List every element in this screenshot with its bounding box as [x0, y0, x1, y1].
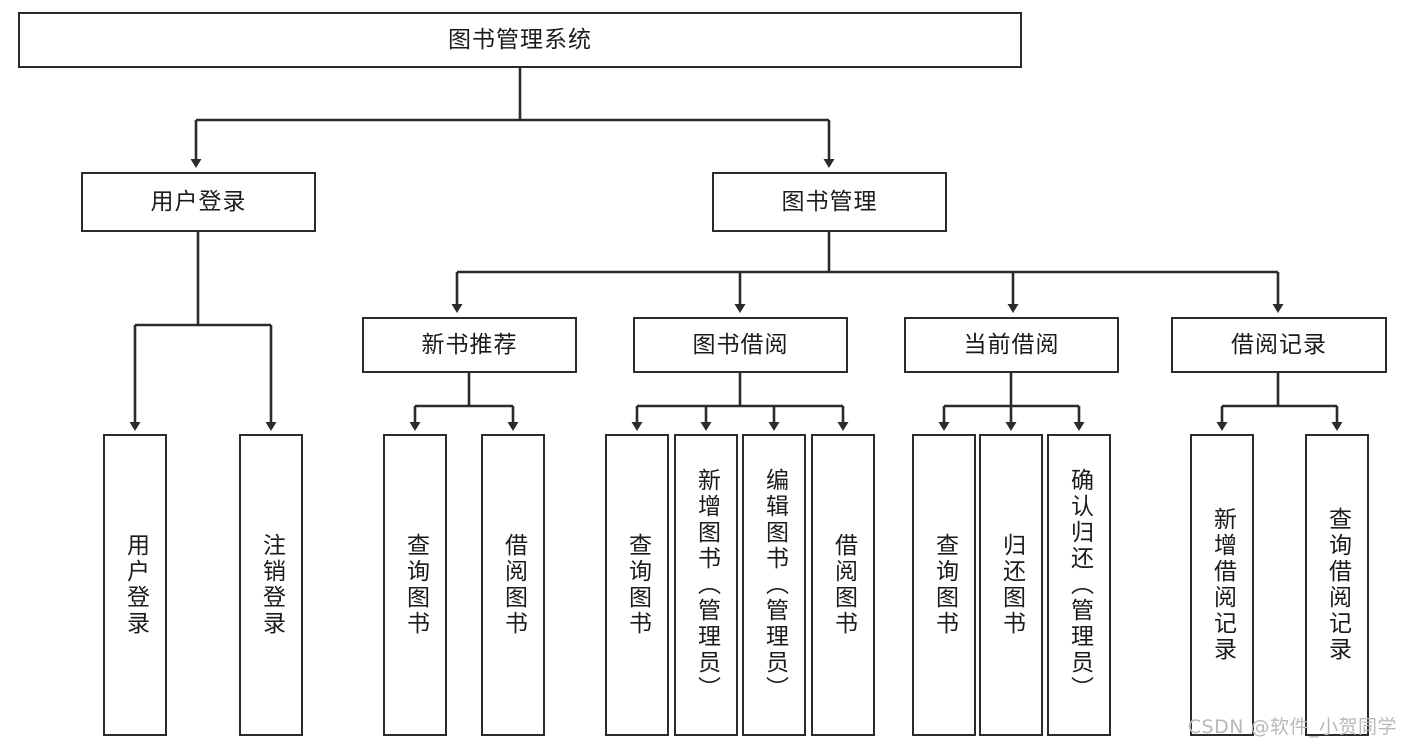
- node-root-system[interactable]: 图书管理系统: [18, 12, 1022, 68]
- leaf-recommend-query-book-label: 查询图书: [402, 533, 429, 637]
- node-borrow-record-label: 借阅记录: [1231, 331, 1327, 358]
- node-book-management-label: 图书管理: [781, 188, 878, 215]
- leaf-recommend-borrow-book-label: 借阅图书: [500, 533, 527, 637]
- leaf-borrow-edit-book-admin-label: 编辑图书（管理员）: [761, 468, 788, 702]
- leaf-current-query-book[interactable]: 查询图书: [912, 434, 976, 736]
- leaf-borrow-borrow-book[interactable]: 借阅图书: [811, 434, 875, 736]
- node-new-book-recommend[interactable]: 新书推荐: [362, 317, 577, 373]
- node-root-system-label: 图书管理系统: [448, 26, 592, 53]
- leaf-borrow-add-book-admin[interactable]: 新增图书（管理员）: [674, 434, 738, 736]
- leaf-record-add-record-label: 新增借阅记录: [1209, 507, 1236, 663]
- leaf-record-query-record-label: 查询借阅记录: [1324, 507, 1351, 663]
- leaf-recommend-query-book[interactable]: 查询图书: [383, 434, 447, 736]
- leaf-current-return-book-label: 归还图书: [998, 533, 1025, 637]
- csdn-watermark: CSDN @软件_小贺同学: [1187, 716, 1397, 738]
- leaf-record-query-record[interactable]: 查询借阅记录: [1305, 434, 1369, 736]
- leaf-borrow-add-book-admin-label: 新增图书（管理员）: [693, 468, 720, 702]
- leaf-user-login-logout-label: 注销登录: [258, 533, 285, 637]
- leaf-borrow-edit-book-admin[interactable]: 编辑图书（管理员）: [742, 434, 806, 736]
- node-book-borrow[interactable]: 图书借阅: [633, 317, 848, 373]
- node-borrow-record[interactable]: 借阅记录: [1171, 317, 1387, 373]
- leaf-current-return-book[interactable]: 归还图书: [979, 434, 1043, 736]
- node-current-borrow-label: 当前借阅: [963, 331, 1060, 358]
- node-user-login[interactable]: 用户登录: [81, 172, 316, 232]
- leaf-borrow-query-book-label: 查询图书: [624, 533, 651, 637]
- leaf-current-confirm-return-admin-label: 确认归还（管理员）: [1066, 468, 1093, 702]
- leaf-user-login-logout[interactable]: 注销登录: [239, 434, 303, 736]
- leaf-current-confirm-return-admin[interactable]: 确认归还（管理员）: [1047, 434, 1111, 736]
- node-current-borrow[interactable]: 当前借阅: [904, 317, 1119, 373]
- leaf-user-login-login[interactable]: 用户登录: [103, 434, 167, 736]
- leaf-recommend-borrow-book[interactable]: 借阅图书: [481, 434, 545, 736]
- node-user-login-label: 用户登录: [150, 188, 247, 215]
- leaf-borrow-borrow-book-label: 借阅图书: [830, 533, 857, 637]
- node-new-book-recommend-label: 新书推荐: [421, 331, 518, 358]
- node-book-management[interactable]: 图书管理: [712, 172, 947, 232]
- leaf-record-add-record[interactable]: 新增借阅记录: [1190, 434, 1254, 736]
- node-book-borrow-label: 图书借阅: [692, 331, 789, 358]
- leaf-user-login-login-label: 用户登录: [122, 533, 149, 637]
- leaf-borrow-query-book[interactable]: 查询图书: [605, 434, 669, 736]
- leaf-current-query-book-label: 查询图书: [931, 533, 958, 637]
